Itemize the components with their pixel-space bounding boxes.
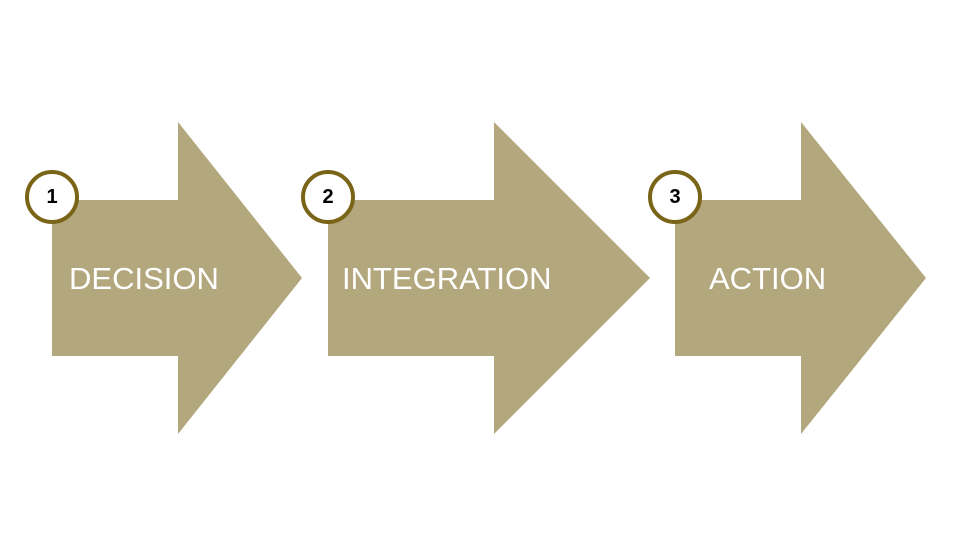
step-2-number-badge: 2: [301, 170, 355, 224]
arrow-step-1: [52, 122, 302, 434]
step-3-label: ACTION: [709, 261, 827, 296]
step-1-label: DECISION: [69, 261, 219, 296]
step-2-label: INTEGRATION: [342, 261, 552, 296]
step-3-number-badge: 3: [648, 170, 702, 224]
arrow-step-2: [328, 122, 650, 434]
step-1-number-badge: 1: [25, 170, 79, 224]
arrow-step-3: [675, 122, 926, 434]
